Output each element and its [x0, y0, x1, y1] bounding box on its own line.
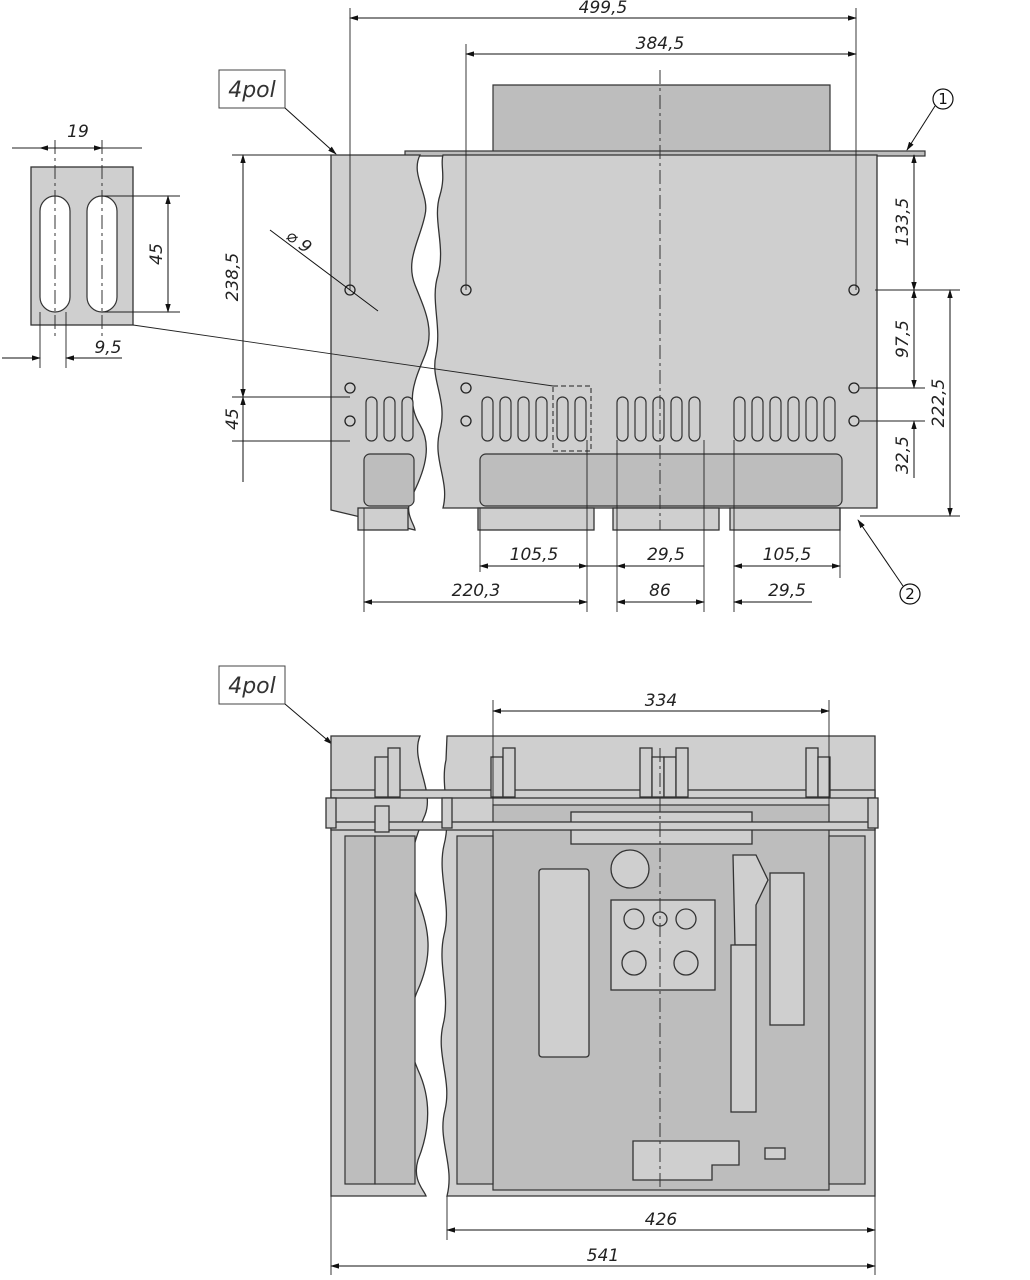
vent-slots: [365, 396, 836, 442]
dim-slot-height: 45: [147, 243, 167, 265]
dim-bottom-105a: 105,5: [510, 545, 559, 565]
dim-front-width: 334: [645, 691, 677, 711]
terminal-2: [612, 507, 720, 531]
left-window: [538, 868, 590, 1058]
dim-bottom-2203: 220,3: [452, 581, 501, 601]
terminal-3: [729, 507, 841, 531]
callout-1: 1: [938, 90, 948, 108]
left-lower-chamber: [363, 453, 415, 507]
dim-front-426: 426: [645, 1210, 678, 1230]
slot-detail: 19 45 9,5: [2, 122, 554, 387]
pole-label-bottom: 4pol: [228, 674, 276, 699]
dim-bottom-105b: 105,5: [763, 545, 812, 565]
dim-right-bottom: 32,5: [893, 436, 913, 474]
lower-chamber: [479, 453, 843, 507]
indicator-button: [610, 849, 650, 889]
callout-1-circle: [932, 88, 954, 110]
dim-slot-pitch: 19: [67, 122, 89, 142]
diameter-leader: [269, 229, 379, 312]
pole-label-top: 4pol: [228, 78, 276, 103]
dim-right-mid: 97,5: [893, 320, 913, 358]
dim-bottom-295a: 29,5: [647, 545, 685, 565]
dim-slot-offset: 9,5: [94, 338, 121, 358]
callout-2-circle: [899, 583, 921, 605]
dim-right-top: 133,5: [893, 198, 913, 247]
dim-bottom-295b: 29,5: [768, 581, 806, 601]
pole-label-box-bottom: [218, 665, 286, 705]
dim-overall-width: 499,5: [579, 0, 628, 18]
terminal-left: [357, 507, 409, 531]
dim-height-lower-left: 45: [223, 408, 243, 430]
dim-frame-width: 384,5: [636, 34, 685, 54]
dim-hole-diameter: ⌀ 9: [282, 226, 315, 258]
callout-2: 2: [905, 585, 915, 603]
top-view: 499,5 384,5 4pol ⌀ 9 238,5 45 133,5 97,5…: [218, 0, 960, 612]
dim-right-total: 222,5: [929, 379, 949, 428]
dim-front-541: 541: [587, 1246, 619, 1266]
dim-height-left: 238,5: [223, 253, 243, 302]
right-window: [769, 872, 805, 1026]
top-cover: [492, 84, 831, 153]
detail-leader: [132, 324, 554, 387]
terminal-1: [477, 507, 595, 531]
front-view: 4pol: [218, 665, 879, 1275]
pole-label-box-top: [218, 69, 286, 109]
slot-detail-marker: [552, 385, 592, 452]
dim-bottom-86: 86: [649, 581, 671, 601]
